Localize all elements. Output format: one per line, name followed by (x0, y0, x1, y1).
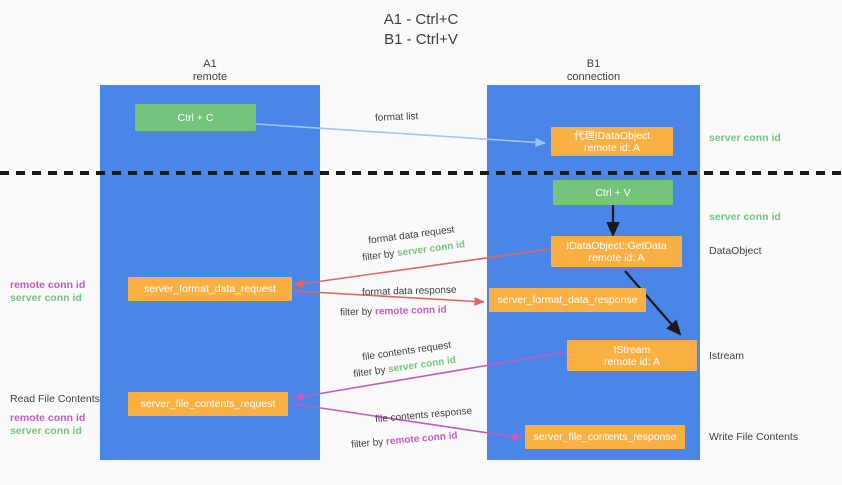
node-proxy-idataobject-line2: remote id: A (583, 141, 641, 154)
column-b1-sub: connection (566, 71, 621, 83)
node-ctrl-c-label: Ctrl + C (177, 111, 214, 124)
label-filter-remote-conn-id: remote conn id (374, 304, 447, 318)
node-istream-line2: remote id: A (603, 355, 661, 368)
column-header-b1: B1 connection (487, 58, 700, 84)
node-server-format-data-request[interactable]: server_format_data_request (128, 277, 292, 301)
title-line-2: B1 - Ctrl+V (384, 31, 458, 48)
arrow-format-data-response (293, 290, 485, 306)
left-label-read-file-contents: Read File Contents (10, 393, 100, 405)
left-label-server-conn-id-1: server conn id (10, 292, 82, 304)
node-server-file-contents-response[interactable]: server_file_contents_response (525, 425, 685, 449)
node-server-format-data-response[interactable]: server_format_data_response (489, 288, 646, 312)
column-b1-name: B1 (586, 58, 601, 70)
node-istream-line1: IStream (613, 343, 651, 356)
right-label-dataobject: DataObject (709, 245, 762, 257)
node-server-file-contents-request-label: server_file_contents_request (140, 398, 276, 410)
column-a1-name: A1 (203, 58, 217, 70)
arrow-getdata-to-istream (624, 270, 682, 336)
right-label-server-conn-id-top: server conn id (709, 132, 781, 144)
left-label-remote-conn-id-2: remote conn id (10, 412, 86, 424)
column-header-a1: A1 remote (100, 58, 320, 84)
left-label-server-conn-id-2: server conn id (10, 425, 82, 437)
node-server-format-data-request-label: server_format_data_request (144, 283, 276, 295)
node-idataobject-getdata[interactable]: IDataObject::GetData remote id: A (551, 236, 682, 267)
phase-divider-dashed-line (0, 171, 842, 175)
diagram-title: A1 - Ctrl+C B1 - Ctrl+V (0, 10, 842, 50)
node-idataobject-getdata-line1: IDataObject::GetData (566, 239, 667, 252)
label-filter-prefix: filter by (339, 306, 376, 319)
node-ctrl-v-label: Ctrl + V (595, 186, 631, 199)
label-format-data-response-filter: filter by remote conn id (340, 304, 447, 320)
node-ctrl-v[interactable]: Ctrl + V (553, 180, 673, 205)
node-server-file-contents-request[interactable]: server_file_contents_request (128, 392, 288, 416)
node-server-format-data-response-label: server_format_data_response (497, 294, 638, 306)
right-label-istream: Istream (709, 350, 745, 362)
arrow-file-contents-response (293, 403, 523, 442)
arrow-format-list (255, 123, 546, 147)
node-proxy-idataobject[interactable]: 代理IDataObject remote id: A (551, 127, 673, 156)
arrow-file-contents-request (293, 351, 567, 401)
label-filter-prefix: filter by (350, 436, 387, 451)
node-proxy-idataobject-line1: 代理IDataObject (573, 129, 651, 142)
left-label-remote-conn-id-1: remote conn id (10, 279, 86, 291)
right-label-server-conn-id-mid: server conn id (709, 211, 781, 223)
title-line-1: A1 - Ctrl+C (383, 11, 459, 28)
node-server-file-contents-response-label: server_file_contents_response (533, 431, 677, 443)
node-istream[interactable]: IStream remote id: A (567, 340, 697, 371)
node-ctrl-c[interactable]: Ctrl + C (135, 104, 256, 131)
label-format-list: format list (374, 111, 419, 124)
arrow-format-data-request (293, 248, 551, 289)
column-a1-sub: remote (192, 71, 228, 83)
node-idataobject-getdata-line2: remote id: A (588, 251, 645, 264)
right-label-write-file-contents: Write File Contents (709, 431, 799, 443)
label-format-data-response: format data response (361, 284, 457, 299)
